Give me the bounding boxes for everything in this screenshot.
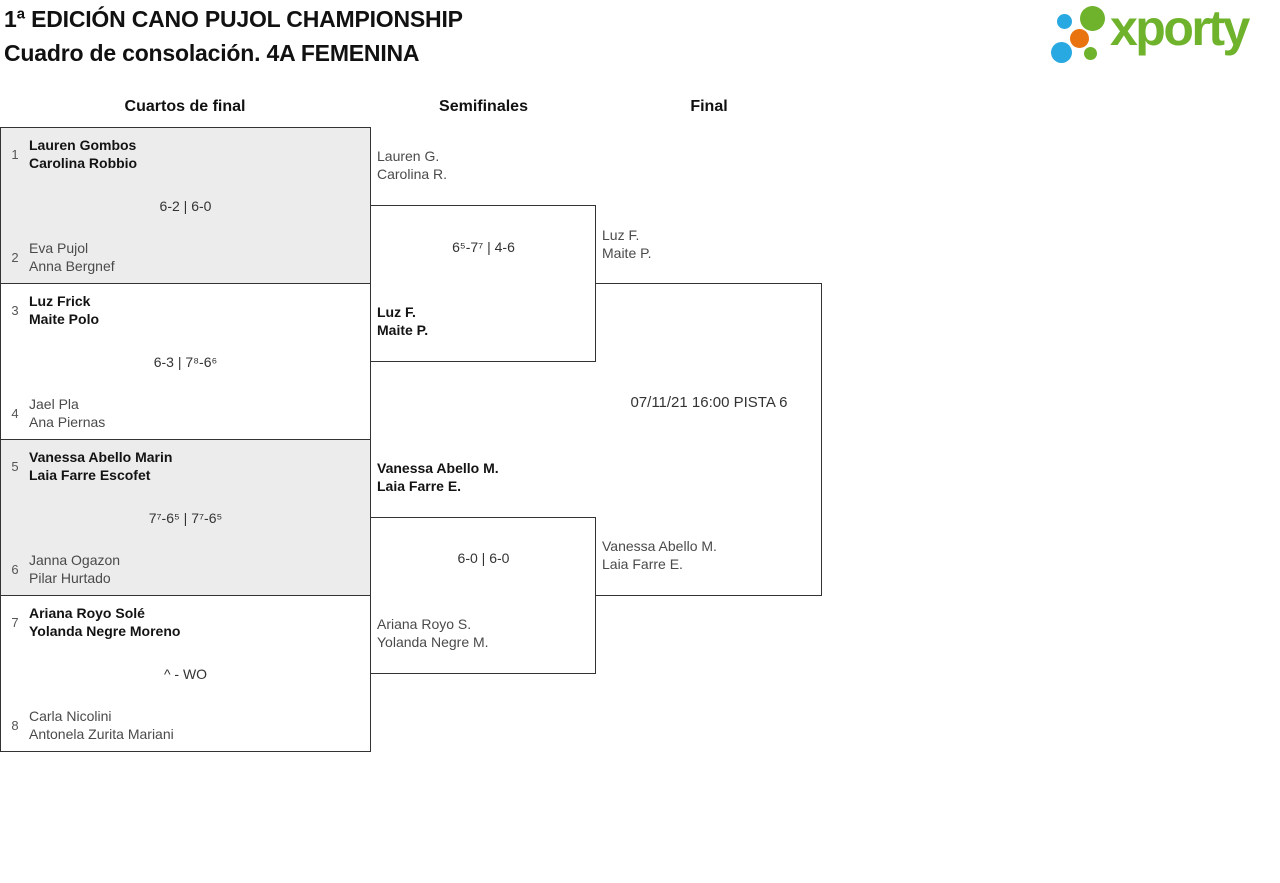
player-name: Maite P. [377,322,429,338]
player-name: Luz F. [602,227,640,243]
player-name: Ana Piernas [29,414,106,430]
player-name: Ariana Royo Solé [29,605,145,621]
bracket-subtitle: Cuadro de consolación. 4A FEMENINA [4,40,420,66]
seed-number: 4 [11,405,19,421]
xporty-logo-text: xporty [1110,0,1250,56]
player-name: Anna Bergnef [29,258,115,274]
match-score: 6-2 | 6-0 [159,197,212,214]
player-name: Maite Polo [29,311,100,327]
match-score: 7⁷-6⁵ | 7⁷-6⁵ [148,509,223,526]
team-row: 2 Eva Pujol Anna Bergnef [1,239,370,275]
player-name: Luz Frick [29,293,91,309]
team-names: Janna Ogazon Pilar Hurtado [29,551,120,587]
player-name: Laia Farre E. [377,478,462,494]
team-names: Luz Frick Maite Polo [29,292,99,328]
semifinal-2-score: 6-0 | 6-0 [457,550,510,566]
seed-number: 1 [11,146,19,162]
player-name: Yolanda Negre M. [377,634,489,650]
round-header-cuartos-de-final: Cuartos de final [124,98,246,115]
player-name: Vanessa Abello M. [377,460,499,476]
round-header-final: Final [690,98,728,115]
final-schedule: 07/11/21 16:00 PISTA 6 [630,394,788,411]
player-name: Luz F. [377,304,416,320]
final-team-top: Luz F. Maite P. [602,226,652,262]
team-row: 7 Ariana Royo Solé Yolanda Negre Moreno [1,604,370,640]
team-names: Carla Nicolini Antonela Zurita Mariani [29,707,174,743]
semifinal-1-score: 6⁵-7⁷ | 4-6 [452,239,515,255]
seed-number: 7 [11,614,19,630]
seed-number: 8 [11,717,19,733]
player-name: Carla Nicolini [29,708,112,724]
seed-number: 6 [11,561,19,577]
player-name: Carolina R. [377,166,448,182]
seed-number: 2 [11,249,19,265]
final-bracket-lines [596,283,822,596]
match-score: 6-3 | 7⁸-6⁶ [153,353,218,370]
semifinal-2-team-bottom: Ariana Royo S. Yolanda Negre M. [377,615,489,651]
semifinal-1-team-top: Lauren G. Carolina R. [377,147,447,183]
team-row: 8 Carla Nicolini Antonela Zurita Mariani [1,707,370,743]
semifinal-2-team-top: Vanessa Abello M. Laia Farre E. [377,459,499,495]
final-team-bottom: Vanessa Abello M. Laia Farre E. [602,537,717,573]
player-name: Ariana Royo S. [377,616,472,632]
player-name: Laia Farre Escofet [29,467,151,483]
logo-dot-green-small-icon [1084,47,1097,60]
logo-dot-blue-small-icon [1057,14,1072,29]
player-name: Vanessa Abello Marin [29,449,173,465]
team-names: Eva Pujol Anna Bergnef [29,239,115,275]
logo-dot-orange-icon [1070,29,1089,48]
match-quarterfinal-4: 7 Ariana Royo Solé Yolanda Negre Moreno … [0,595,371,752]
logo-dot-blue-large-icon [1051,42,1072,63]
player-name: Vanessa Abello M. [602,538,717,554]
team-names: Ariana Royo Solé Yolanda Negre Moreno [29,604,180,640]
player-name: Lauren G. [377,148,440,164]
semifinal-1-team-bottom: Luz F. Maite P. [377,303,428,339]
player-name: Laia Farre E. [602,556,683,572]
player-name: Maite P. [602,245,652,261]
player-name: Janna Ogazon [29,552,121,568]
semifinal-1-bracket-lines [371,205,596,362]
team-row: 4 Jael Pla Ana Piernas [1,395,370,431]
seed-number: 3 [11,302,19,318]
team-names: Vanessa Abello Marin Laia Farre Escofet [29,448,172,484]
semifinal-2-bracket-lines [371,517,596,674]
player-name: Lauren Gombos [29,137,137,153]
match-quarterfinal-2: 3 Luz Frick Maite Polo 6-3 | 7⁸-6⁶ 4 Jae… [0,283,371,440]
team-row: 3 Luz Frick Maite Polo [1,292,370,328]
player-name: Jael Pla [29,396,79,412]
player-name: Yolanda Negre Moreno [29,623,181,639]
team-names: Lauren Gombos Carolina Robbio [29,136,137,172]
team-names: Jael Pla Ana Piernas [29,395,105,431]
page-header: 1ª EDICIÓN CANO PUJOL CHAMPIONSHIP Cuadr… [4,2,463,70]
match-score: ^ - WO [163,665,208,682]
round-header-semifinales: Semifinales [439,98,528,115]
team-row: 6 Janna Ogazon Pilar Hurtado [1,551,370,587]
logo-dot-green-large-icon [1080,6,1105,31]
player-name: Antonela Zurita Mariani [29,726,174,742]
xporty-logo[interactable]: xporty [1048,0,1278,66]
player-name: Carolina Robbio [29,155,138,171]
player-name: Eva Pujol [29,240,89,256]
team-row: 5 Vanessa Abello Marin Laia Farre Escofe… [1,448,370,484]
team-row: 1 Lauren Gombos Carolina Robbio [1,136,370,172]
tournament-title: 1ª EDICIÓN CANO PUJOL CHAMPIONSHIP [4,6,463,32]
match-quarterfinal-3: 5 Vanessa Abello Marin Laia Farre Escofe… [0,439,371,596]
player-name: Pilar Hurtado [29,570,111,586]
match-quarterfinal-1: 1 Lauren Gombos Carolina Robbio 6-2 | 6-… [0,127,371,284]
seed-number: 5 [11,458,19,474]
